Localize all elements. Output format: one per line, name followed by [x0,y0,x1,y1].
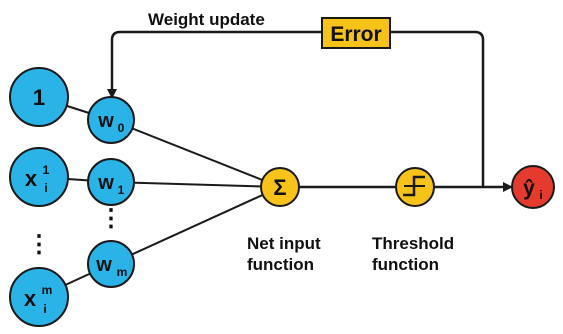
input-x1-sub: i [44,181,47,195]
weight-w1-base: w [97,172,114,194]
input-node-xm: x m i [9,267,69,327]
threshold-node [395,167,435,207]
sum-icon: Σ [273,175,286,200]
edge-w0-sum [110,119,281,188]
weight-node-w0: w 0 [87,96,135,144]
sum-node: Σ [260,167,300,207]
input-node-bias: 1 [9,67,69,127]
threshold-label-1: Threshold [372,234,454,253]
edge-w1-sum [110,181,281,188]
weight-wm-base: w [95,254,112,276]
input-bias-label: 1 [33,85,45,110]
net-input-label-2: function [247,255,314,274]
input-xm-sub: i [43,302,46,316]
output-base: ŷ [523,177,535,200]
input-node-x1: x 1 i [9,147,69,207]
feedback-arrow [107,30,322,99]
threshold-label-2: function [372,255,439,274]
input-ellipsis: ⋮ [27,231,51,258]
input-xm-sup: m [42,283,53,297]
weight-wm-sub: m [117,265,128,279]
output-node: ŷ i [511,165,555,209]
weight-ellipsis: ⋮ [99,205,123,232]
error-label: Error [330,23,381,46]
error-box [321,17,391,49]
weight-node-wm: w m [87,240,135,288]
net-input-label-1: Net input [247,234,321,253]
input-xm-base: x [24,286,37,311]
input-x1-base: x [25,166,38,191]
feedback-line [390,30,485,187]
weight-w0-base: w [97,110,114,132]
weight-node-w1: w 1 [87,158,135,206]
weight-update-label: Weight update [148,10,265,29]
input-x1-sup: 1 [43,163,50,177]
weight-w0-sub: 0 [118,121,125,135]
output-sub: i [539,188,542,202]
edge-wm-sum [110,186,281,265]
weight-w1-sub: 1 [118,183,125,197]
